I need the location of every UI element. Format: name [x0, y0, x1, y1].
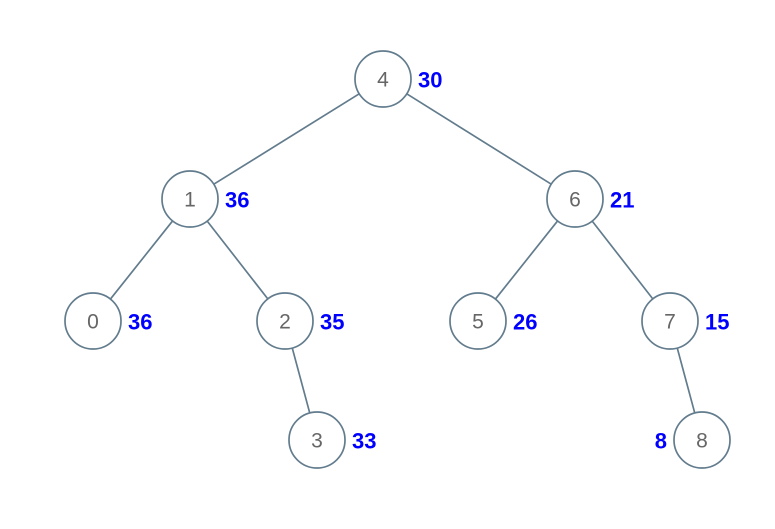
- node-circle[interactable]: [256, 292, 314, 350]
- node-weight-label: 8: [655, 429, 667, 454]
- node-circle[interactable]: [449, 292, 507, 350]
- tree-edge: [206, 220, 269, 300]
- node-circle[interactable]: [641, 292, 699, 350]
- tree-node-2[interactable]: 2 35: [256, 292, 344, 350]
- tree-node-0[interactable]: 0 36: [64, 292, 152, 350]
- tree-edge: [212, 92, 361, 186]
- node-label: 1: [184, 189, 196, 212]
- node-label: 2: [279, 311, 291, 334]
- node-weight-label: 26: [513, 310, 537, 335]
- tree-edge: [494, 220, 559, 300]
- node-label: 6: [569, 189, 581, 212]
- node-weight-label: 36: [225, 188, 249, 213]
- tree-edge: [405, 92, 553, 186]
- tree-edge: [291, 347, 311, 414]
- node-label: 4: [377, 69, 389, 92]
- node-circle[interactable]: [354, 50, 412, 108]
- node-circle[interactable]: [546, 170, 604, 228]
- node-weight-label: 30: [418, 68, 442, 93]
- tree-node-8[interactable]: 88: [655, 411, 731, 469]
- node-circle[interactable]: [288, 411, 346, 469]
- tree-edge: [676, 347, 696, 414]
- tree-edges-group: [109, 92, 696, 414]
- node-label: 8: [696, 430, 708, 453]
- tree-node-5[interactable]: 5 26: [449, 292, 537, 350]
- node-weight-label: 35: [320, 310, 344, 335]
- node-circle[interactable]: [64, 292, 122, 350]
- tree-edge: [591, 220, 654, 300]
- node-label: 5: [472, 311, 484, 334]
- tree-node-6[interactable]: 6 21: [546, 170, 634, 228]
- node-label: 0: [87, 311, 99, 334]
- node-weight-label: 33: [352, 429, 376, 454]
- node-weight-label: 21: [610, 188, 634, 213]
- tree-edge: [109, 220, 174, 300]
- node-weight-label: 15: [705, 310, 729, 335]
- tree-node-4[interactable]: 4 30: [354, 50, 442, 108]
- node-circle[interactable]: [161, 170, 219, 228]
- node-weight-label: 36: [128, 310, 152, 335]
- tree-node-1[interactable]: 1 36: [161, 170, 249, 228]
- node-circle[interactable]: [673, 411, 731, 469]
- node-label: 3: [311, 430, 323, 453]
- node-label: 7: [664, 311, 676, 334]
- tree-node-7[interactable]: 7 15: [641, 292, 729, 350]
